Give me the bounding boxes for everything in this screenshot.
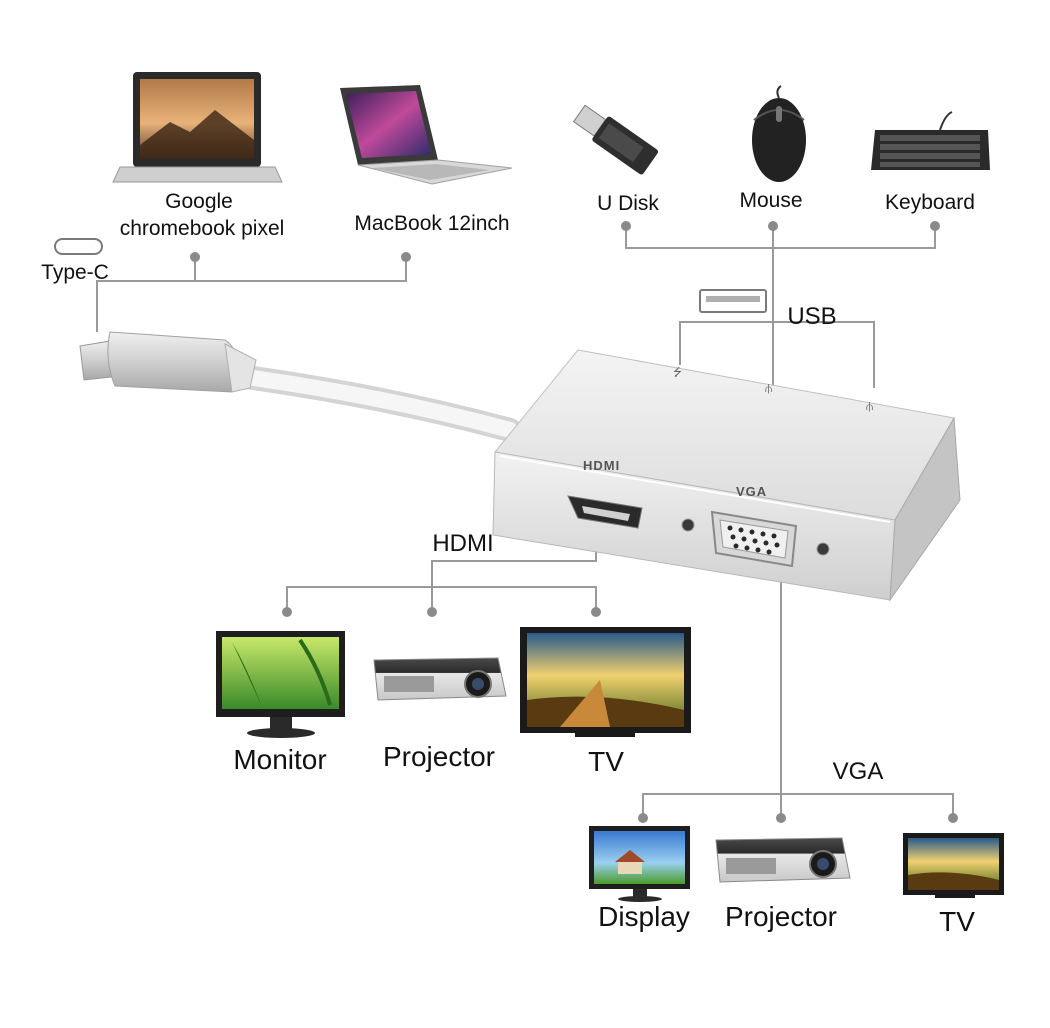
- udisk-connector-dot: [621, 221, 631, 231]
- chromebook-connector-dot: [190, 252, 200, 262]
- tv-icon: [520, 627, 691, 737]
- projector-icon: [373, 657, 507, 701]
- vga-screw-left: [681, 518, 695, 532]
- udisk-label: U Disk: [597, 192, 659, 215]
- typec-label: Type-C: [41, 261, 109, 284]
- hub-body: [492, 349, 961, 602]
- usb-symbol-icon: ⭍: [673, 366, 682, 379]
- chromebook-label-line1: Google: [165, 190, 233, 213]
- monitor-icon: [216, 631, 345, 738]
- chromebook-label-line2: chromebook pixel: [120, 217, 285, 240]
- hdmi-outputs-bracket: [286, 586, 597, 612]
- svg-text:⭍: ⭍: [673, 366, 682, 379]
- vga-tv-dot: [948, 813, 958, 823]
- hub-vga-port-label: VGA: [736, 484, 767, 499]
- usb-symbol-icon: ⫛: [866, 399, 873, 413]
- vga-outputs-bracket: [642, 793, 954, 818]
- macbook-label: MacBook 12inch: [354, 212, 509, 235]
- vga-port: [710, 510, 798, 568]
- macbook-connector-dot: [401, 252, 411, 262]
- laptop-icon: [112, 72, 283, 183]
- hdmi-output-tv-label: TV: [588, 746, 624, 777]
- keyboard-icon: [871, 111, 990, 170]
- hdmi-tv-dot: [591, 607, 601, 617]
- hdmi-projector-dot: [427, 607, 437, 617]
- hdmi-label: HDMI: [432, 530, 493, 557]
- mouse-icon: [752, 85, 806, 182]
- vga-projector-dot: [776, 813, 786, 823]
- vga-display-dot: [638, 813, 648, 823]
- usb-devices-bracket: [625, 226, 936, 249]
- usb-ports-bracket: [679, 321, 875, 388]
- mouse-label: Mouse: [739, 189, 802, 212]
- laptop-icon: [340, 85, 513, 185]
- usb-drive-icon: [572, 104, 659, 175]
- tv-icon: [903, 833, 1004, 898]
- usb-label: USB: [787, 303, 836, 330]
- hdmi-output-monitor-label: Monitor: [233, 744, 326, 775]
- projector-icon: [715, 837, 851, 883]
- vga-output-tv-label: TV: [939, 906, 975, 937]
- mouse-connector-dot: [768, 221, 778, 231]
- monitor-icon: [589, 826, 690, 902]
- vga-output-display-label: Display: [598, 901, 690, 932]
- vga-screw-right: [816, 542, 830, 556]
- typec-port-icon: [54, 238, 103, 255]
- typec-connector-line: [96, 257, 407, 332]
- vga-output-projector-label: Projector: [725, 901, 837, 932]
- keyboard-label: Keyboard: [885, 191, 975, 214]
- typec-cable: [220, 363, 522, 442]
- hdmi-monitor-dot: [282, 607, 292, 617]
- hdmi-port: [567, 495, 643, 529]
- typec-plug: [79, 331, 257, 393]
- usb-port-tongue: [706, 296, 760, 302]
- hdmi-output-projector-label: Projector: [383, 741, 495, 772]
- vga-label: VGA: [833, 758, 884, 785]
- usb-symbol-icon: ⫛: [765, 381, 772, 395]
- hub-hdmi-port-label: HDMI: [583, 458, 620, 473]
- keyboard-connector-dot: [930, 221, 940, 231]
